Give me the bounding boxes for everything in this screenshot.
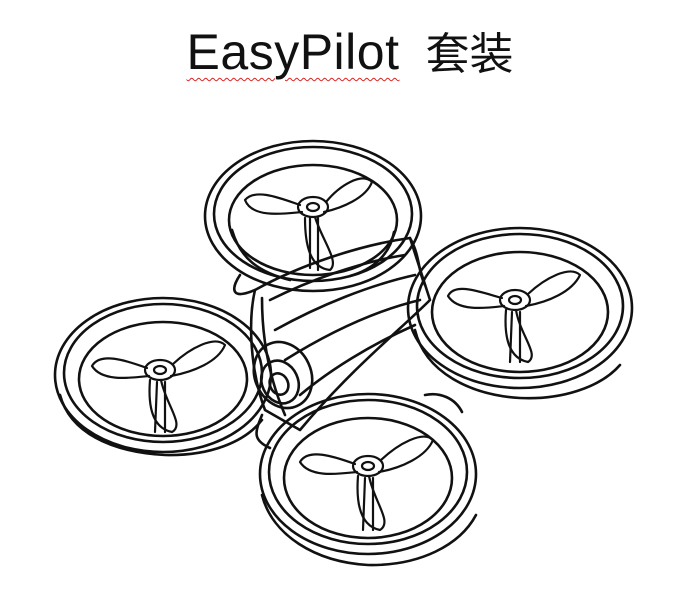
propeller-blade-icon	[90, 340, 227, 434]
propeller-blade-icon	[243, 177, 374, 272]
propeller-blade-icon	[446, 270, 582, 364]
propeller-guard-right	[406, 226, 634, 400]
propeller-blade-icon	[298, 435, 435, 532]
title-kit-label: 套装	[425, 29, 514, 80]
propeller-guard-back	[203, 139, 423, 293]
propeller-guard-front	[258, 392, 478, 567]
page-title: EasyPilot 套装	[0, 18, 700, 82]
title-brand-name: EasyPilot	[186, 24, 400, 80]
drone-arms	[233, 236, 464, 450]
propeller-guard-left	[53, 296, 273, 457]
drone-body	[249, 236, 432, 432]
